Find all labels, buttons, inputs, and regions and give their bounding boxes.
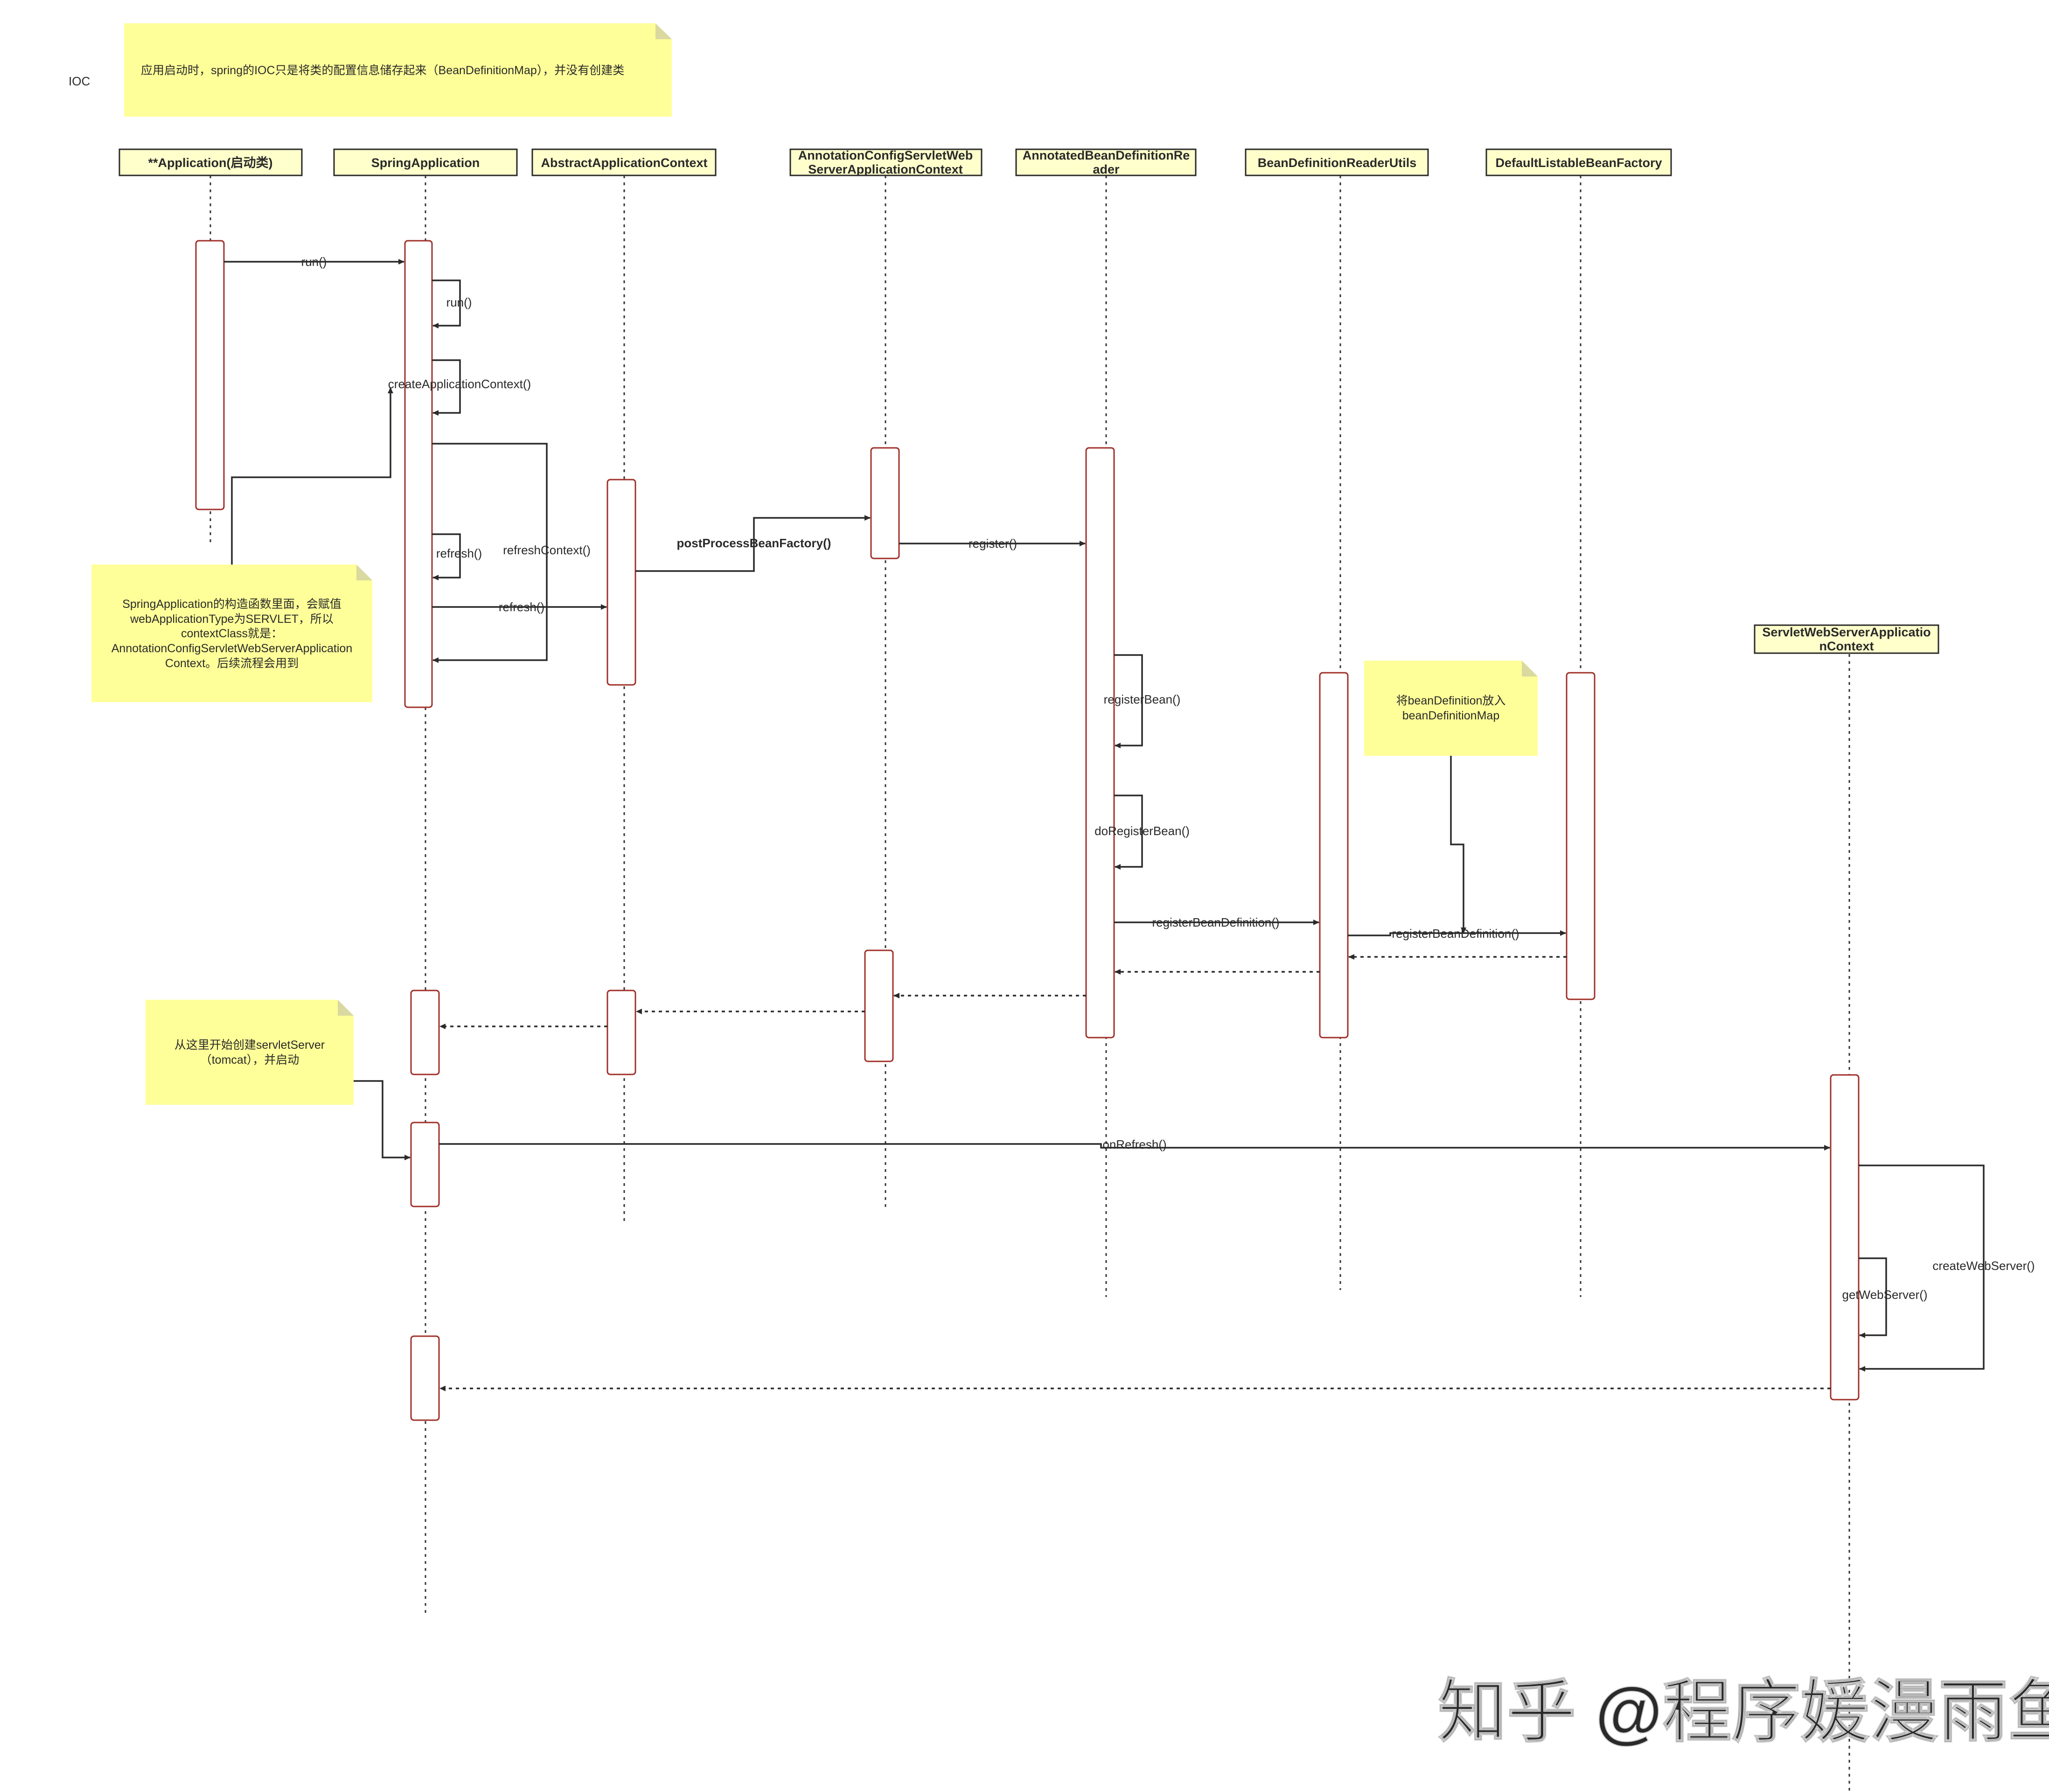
msg-create-web-server-label: createWebServer() bbox=[1932, 1259, 2035, 1273]
note-beanmap-line2: beanDefinitionMap bbox=[1402, 709, 1499, 722]
note-beanmap-line1: 将beanDefinition放入 bbox=[1396, 694, 1506, 707]
msg-do-register-bean-arrow bbox=[1114, 795, 1143, 870]
activation-app bbox=[195, 240, 225, 510]
lifeline-annoctx-label-line2: ServerApplicationContext bbox=[808, 162, 963, 176]
note-beanmap: 将beanDefinition放入 beanDefinitionMap bbox=[1364, 661, 1538, 756]
lifeline-app: **Application(启动类) bbox=[118, 148, 303, 176]
watermark: 知乎 @程序媛漫雨鱼 bbox=[1438, 1673, 2049, 1750]
msg-register-bean-label: registerBean() bbox=[1104, 692, 1181, 706]
note-springapp: SpringApplication的构造函数里面，会赋值 webApplicat… bbox=[91, 565, 372, 702]
activation-annoctx-2 bbox=[864, 949, 894, 1062]
lifeline-reader: AnnotatedBeanDefinitionRe ader bbox=[1015, 148, 1197, 176]
note-servlet-line1: 从这里开始创建servletServer bbox=[174, 1039, 325, 1052]
lifeline-reader-label-line1: AnnotatedBeanDefinitionRe bbox=[1023, 148, 1190, 162]
msg-create-context-arrow bbox=[432, 359, 461, 416]
msg-refresh-context-label: refreshContext() bbox=[503, 543, 591, 557]
note-servlet: 从这里开始创建servletServer （tomcat），并启动 bbox=[146, 1000, 354, 1105]
activation-abstract-2 bbox=[606, 990, 636, 1075]
lifeline-app-label: **Application(启动类) bbox=[148, 156, 273, 170]
msg-register-bean-definition-1-label: registerBeanDefinition() bbox=[1152, 915, 1279, 929]
connector-servlet-note bbox=[354, 1080, 411, 1160]
lifeline-webctx-label-line2: nContext bbox=[1819, 639, 1874, 653]
msg-create-web-server-arrow bbox=[1859, 1164, 1985, 1372]
msg-get-web-server-arrow bbox=[1859, 1257, 1887, 1338]
lifeline-factory: DefaultListableBeanFactory bbox=[1485, 148, 1672, 176]
note-springapp-line4: AnnotationConfigServletWebServerApplicat… bbox=[112, 642, 353, 655]
activation-spring-2 bbox=[410, 990, 440, 1075]
msg-register-bean-definition-2-arrow bbox=[1348, 930, 1566, 936]
note-springapp-line3: contextClass就是： bbox=[181, 627, 283, 640]
lifeline-utils: BeanDefinitionReaderUtils bbox=[1245, 148, 1429, 176]
activation-reader bbox=[1085, 447, 1115, 1039]
activation-abstract-1 bbox=[606, 479, 636, 686]
msg-run-label: run() bbox=[301, 255, 327, 269]
msg-register-label: register() bbox=[969, 537, 1017, 551]
activation-utils bbox=[1319, 672, 1349, 1039]
lifeline-factory-label: DefaultListableBeanFactory bbox=[1495, 156, 1662, 170]
msg-refresh-self-arrow bbox=[432, 533, 461, 580]
connector-beanmap-note bbox=[1450, 756, 1466, 934]
note-springapp-line5: Context。后续流程会用到 bbox=[165, 657, 299, 670]
lifeline-utils-label: BeanDefinitionReaderUtils bbox=[1258, 156, 1417, 170]
activation-annoctx-1 bbox=[870, 447, 900, 559]
activation-spring-4 bbox=[410, 1335, 440, 1421]
lifeline-spring: SpringApplication bbox=[333, 148, 518, 176]
lifeline-webctx: ServletWebServerApplicatio nContext bbox=[1754, 624, 1939, 654]
diagram-title: IOC bbox=[69, 74, 90, 88]
connector-springapp-note bbox=[231, 387, 393, 565]
lifeline-abstract: AbstractApplicationContext bbox=[531, 148, 717, 176]
activation-spring-1 bbox=[404, 240, 433, 708]
msg-refresh-label: refresh() bbox=[499, 600, 544, 614]
msg-run-self-label: run() bbox=[446, 295, 472, 309]
msg-create-context-label: createApplicationContext() bbox=[388, 377, 531, 391]
lifeline-abstract-label: AbstractApplicationContext bbox=[541, 156, 707, 170]
msg-register-bean-definition-2-label: registerBeanDefinition() bbox=[1392, 927, 1519, 941]
lifeline-annoctx-label-line1: AnnotationConfigServletWeb bbox=[798, 148, 973, 162]
msg-post-process-arrow bbox=[635, 515, 871, 572]
activation-spring-3 bbox=[410, 1122, 440, 1207]
msg-refresh-context-arrow bbox=[432, 443, 548, 663]
lifeline-webctx-label-line1: ServletWebServerApplicatio bbox=[1762, 625, 1931, 639]
msg-refresh-self-label: refresh() bbox=[436, 546, 482, 560]
msg-register-bean-arrow bbox=[1114, 654, 1143, 748]
msg-do-register-bean-label: doRegisterBean() bbox=[1094, 824, 1190, 838]
msg-on-refresh-label: onRefresh() bbox=[1102, 1137, 1166, 1151]
msg-get-web-server-label: getWebServer() bbox=[1842, 1288, 1927, 1302]
activation-factory bbox=[1566, 672, 1596, 1000]
lifeline-spring-label: SpringApplication bbox=[371, 156, 480, 170]
note-ioc: 应用启动时，spring的IOC只是将类的配置信息储存起来（BeanDefini… bbox=[124, 23, 672, 117]
activation-webctx bbox=[1830, 1074, 1860, 1401]
note-servlet-line2: （tomcat），并启动 bbox=[200, 1053, 300, 1067]
note-springapp-line1: SpringApplication的构造函数里面，会赋值 bbox=[122, 598, 342, 611]
msg-run-self-arrow bbox=[432, 279, 461, 328]
msg-on-refresh-arrow bbox=[439, 1143, 1830, 1151]
note-springapp-line2: webApplicationType为SERVLET，所以 bbox=[130, 613, 334, 626]
lifeline-reader-label-line2: ader bbox=[1093, 162, 1120, 176]
lifeline-annoctx: AnnotationConfigServletWeb ServerApplica… bbox=[789, 148, 983, 176]
note-ioc-text: 应用启动时，spring的IOC只是将类的配置信息储存起来（BeanDefini… bbox=[141, 64, 624, 77]
msg-post-process-label: postProcessBeanFactory() bbox=[677, 536, 831, 550]
